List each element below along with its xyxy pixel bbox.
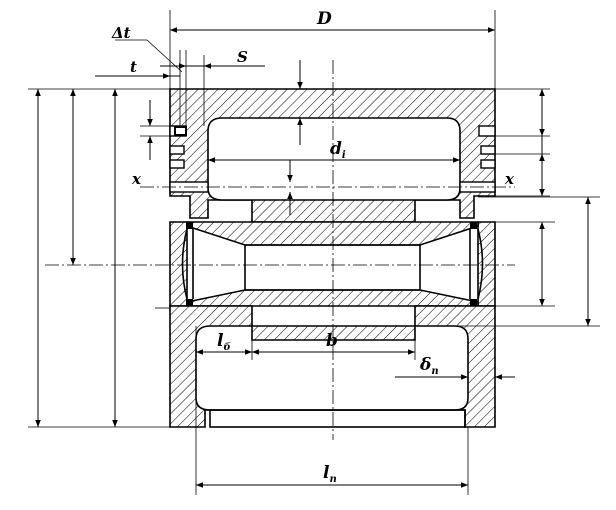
label-x-right: x: [504, 170, 515, 188]
label-l-n-l: l: [323, 463, 330, 483]
label-l-n-sub: п: [329, 474, 336, 485]
dimension-l-p: lп: [196, 427, 469, 495]
label-b: b: [326, 331, 338, 351]
label-delta-p-sub: п: [431, 366, 438, 377]
left-boss: [169, 221, 188, 307]
label-d: d: [330, 139, 342, 159]
pin-end-left: [181, 228, 188, 300]
right-boss: [477, 221, 496, 307]
dimension-heights-left: [28, 88, 170, 428]
dimension-l-b-b: lб b: [195, 326, 416, 495]
label-delta: δ: [419, 355, 431, 375]
label-delta-t: Δt: [111, 24, 131, 42]
label-l-n: lп: [323, 463, 337, 485]
label-l: l: [217, 331, 224, 351]
skirt-bottom-rim: [209, 409, 466, 428]
piston-ring: [174, 126, 187, 136]
dimension-delta-p: δп: [395, 355, 515, 380]
axis-lines: [45, 60, 515, 440]
dimension-crown: [287, 60, 303, 215]
dimension-d-i: di: [208, 139, 460, 163]
label-l-b-sub: б: [223, 342, 230, 353]
label-d-i: di: [330, 139, 346, 161]
label-D: D: [316, 9, 332, 29]
dimension-ring-gap: Δt t S: [95, 24, 265, 126]
dimension-D: D: [169, 9, 496, 89]
label-l-b: lб: [217, 331, 231, 353]
label-delta-p: δп: [419, 355, 439, 377]
circlip: [470, 299, 477, 306]
label-S: S: [237, 48, 248, 66]
label-t: t: [130, 58, 137, 76]
circlip: [186, 222, 193, 229]
upper-cavity: [207, 117, 461, 201]
circlip: [186, 299, 193, 306]
dimension-heights-right: [415, 88, 600, 327]
label-x-left: x: [131, 170, 142, 188]
label-d-sub: i: [342, 150, 346, 161]
pin-boss-lower: [186, 289, 479, 307]
pin-boss-upper: [186, 221, 479, 246]
circlip: [470, 222, 477, 229]
pin-end-right: [477, 228, 484, 300]
